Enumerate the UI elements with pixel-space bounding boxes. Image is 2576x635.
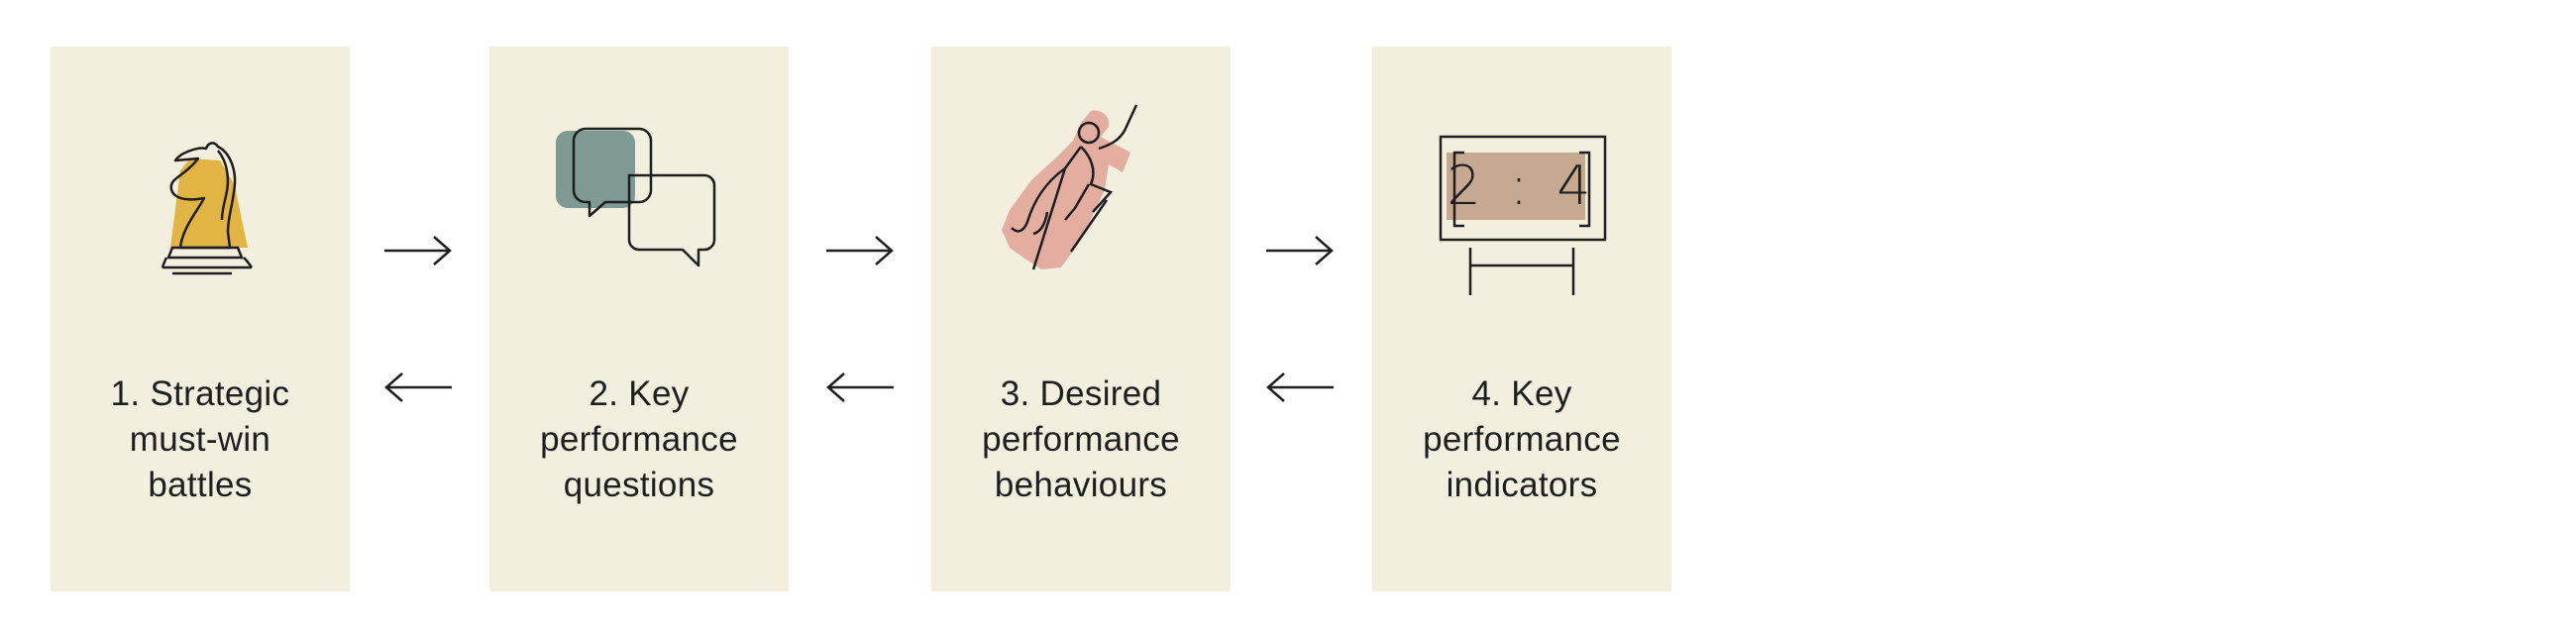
step-label-line: questions xyxy=(563,466,715,504)
flying-hero-icon xyxy=(962,101,1200,299)
step-card-performance-indicators: 2 : 4 4. Key performance indicators xyxy=(1372,47,1671,591)
right-arrow-icon xyxy=(380,231,456,270)
left-arrow-icon xyxy=(380,368,456,407)
scoreboard-icon: 2 : 4 xyxy=(1403,101,1641,299)
right-arrow-icon xyxy=(822,231,898,270)
speech-bubbles-icon xyxy=(520,101,758,299)
step-label-line: battles xyxy=(148,466,253,504)
step-label: 1. Strategic must-win battles xyxy=(51,371,350,508)
chess-knight-icon xyxy=(81,101,319,299)
step-label: 3. Desired performance behaviours xyxy=(931,371,1231,508)
step-card-performance-behaviours: 3. Desired performance behaviours xyxy=(931,47,1231,591)
step-label-line: behaviours xyxy=(994,466,1168,504)
step-label-line: performance xyxy=(540,420,738,459)
left-arrow-icon xyxy=(822,368,898,407)
left-arrow-icon xyxy=(1262,368,1338,407)
step-label-line: performance xyxy=(1423,420,1621,459)
step-label-line: 4. Key xyxy=(1471,374,1572,413)
step-label-line: must-win xyxy=(129,420,271,459)
step-label: 2. Key performance questions xyxy=(489,371,789,508)
step-label: 4. Key performance indicators xyxy=(1372,371,1671,508)
step-label-line: indicators xyxy=(1446,466,1598,504)
step-label-line: 3. Desired xyxy=(1000,374,1162,413)
step-label-line: 2. Key xyxy=(589,374,690,413)
right-arrow-icon xyxy=(1262,231,1338,270)
step-card-performance-questions: 2. Key performance questions xyxy=(489,47,789,591)
step-label-line: performance xyxy=(982,420,1180,459)
step-label-line: 1. Strategic xyxy=(110,374,290,413)
score-text: 2 : 4 xyxy=(1447,155,1596,217)
step-card-strategic-battles: 1. Strategic must-win battles xyxy=(51,47,350,591)
